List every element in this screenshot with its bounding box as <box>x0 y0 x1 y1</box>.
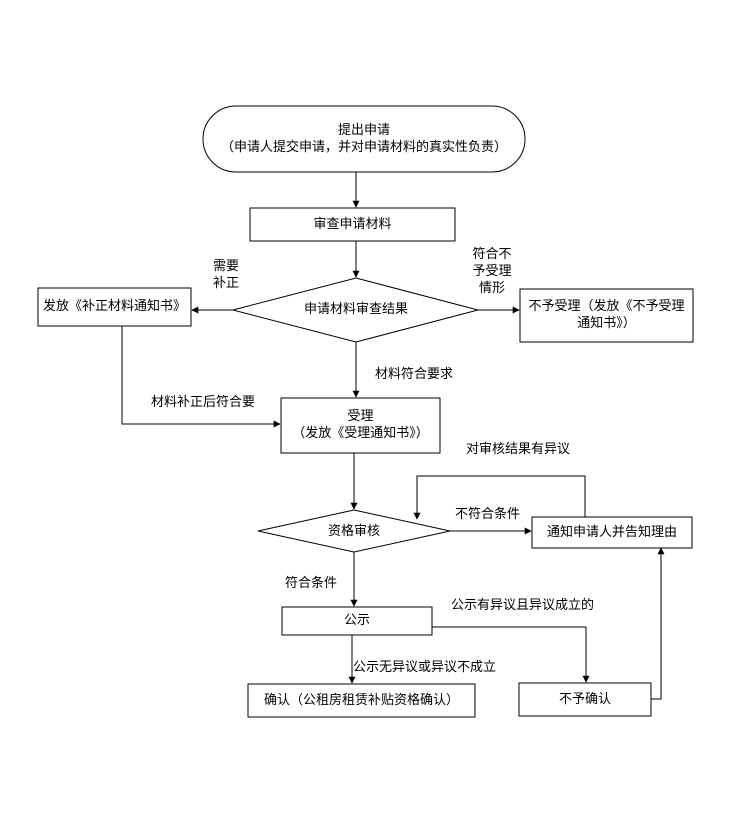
reject-node: 不予受理（发放《不予受理 通知书》） <box>520 298 693 332</box>
edge-label-after-supplement: 材料补正后符合要 <box>151 395 256 410</box>
review-node: 审查申请材料 <box>313 217 392 232</box>
start-node-subtitle: （申请人提交申请，并对申请材料的真实性负责） <box>220 140 507 155</box>
start-node: 提出申请 （申请人提交申请，并对申请材料的真实性负责） <box>203 122 525 156</box>
publicity-node: 公示 <box>343 613 370 628</box>
edge-label-need-supplement-line1: 需要 <box>212 259 239 274</box>
edge-label-not-accept-line2: 予受理 <box>472 264 512 279</box>
accept-node: 受理 （发放《受理通知书》） <box>281 408 440 442</box>
review-node-shape <box>249 207 456 242</box>
edge-label-not-qualified: 不符合条件 <box>455 507 521 522</box>
not-confirm-node: 不予确认 <box>558 692 611 707</box>
accept-node-title: 受理 <box>347 409 374 424</box>
reject-node-shape <box>519 288 694 343</box>
supplement-notice-shape <box>37 287 192 327</box>
edge-label-need-supplement-line2: 补正 <box>212 276 239 291</box>
edge-not-confirm-notify <box>651 547 665 700</box>
edge-notify-qualification <box>413 475 586 520</box>
edge-label-objection-to-result: 对审核结果有异议 <box>466 442 571 457</box>
confirm-node-shape <box>247 683 476 718</box>
start-node-shape <box>202 105 526 173</box>
notify-node-shape <box>531 516 693 549</box>
edge-label-not-accept-line3: 情形 <box>478 281 505 296</box>
confirm-node: 确认（公租房租赁补贴资格确认） <box>263 693 459 708</box>
edge-label-qualified: 符合条件 <box>285 576 338 591</box>
accept-node-shape <box>280 397 441 454</box>
notify-node: 通知申请人并告知理由 <box>546 525 677 540</box>
qualification-node: 资格审核 <box>327 524 380 539</box>
review-result-node: 申请材料审查结果 <box>303 302 408 317</box>
reject-node-line1: 不予受理（发放《不予受理 <box>528 299 685 314</box>
edge-label-not-accept-line1: 符合不 <box>472 247 512 262</box>
start-node-title: 提出申请 <box>337 123 390 138</box>
edge-label-materials-ok: 材料符合要求 <box>375 367 454 382</box>
edge-label-objection-upheld: 公示有异议且异议成立的 <box>451 598 595 613</box>
edge-label-no-objection: 公示无异议或异议不成立 <box>353 660 497 675</box>
edge-label-need-supplement: 需要 补正 <box>204 258 248 292</box>
edge-supplement-accept <box>121 326 281 428</box>
accept-node-subtitle: （发放《受理通知书》） <box>292 426 429 441</box>
reject-node-line2: 通知书》） <box>577 316 636 331</box>
edge-label-not-accept: 符合不 予受理 情形 <box>464 246 520 297</box>
supplement-notice-node: 发放《补正材料通知书》 <box>42 299 186 314</box>
publicity-node-shape <box>281 606 433 636</box>
edge-publicity-not-confirm <box>432 626 590 683</box>
